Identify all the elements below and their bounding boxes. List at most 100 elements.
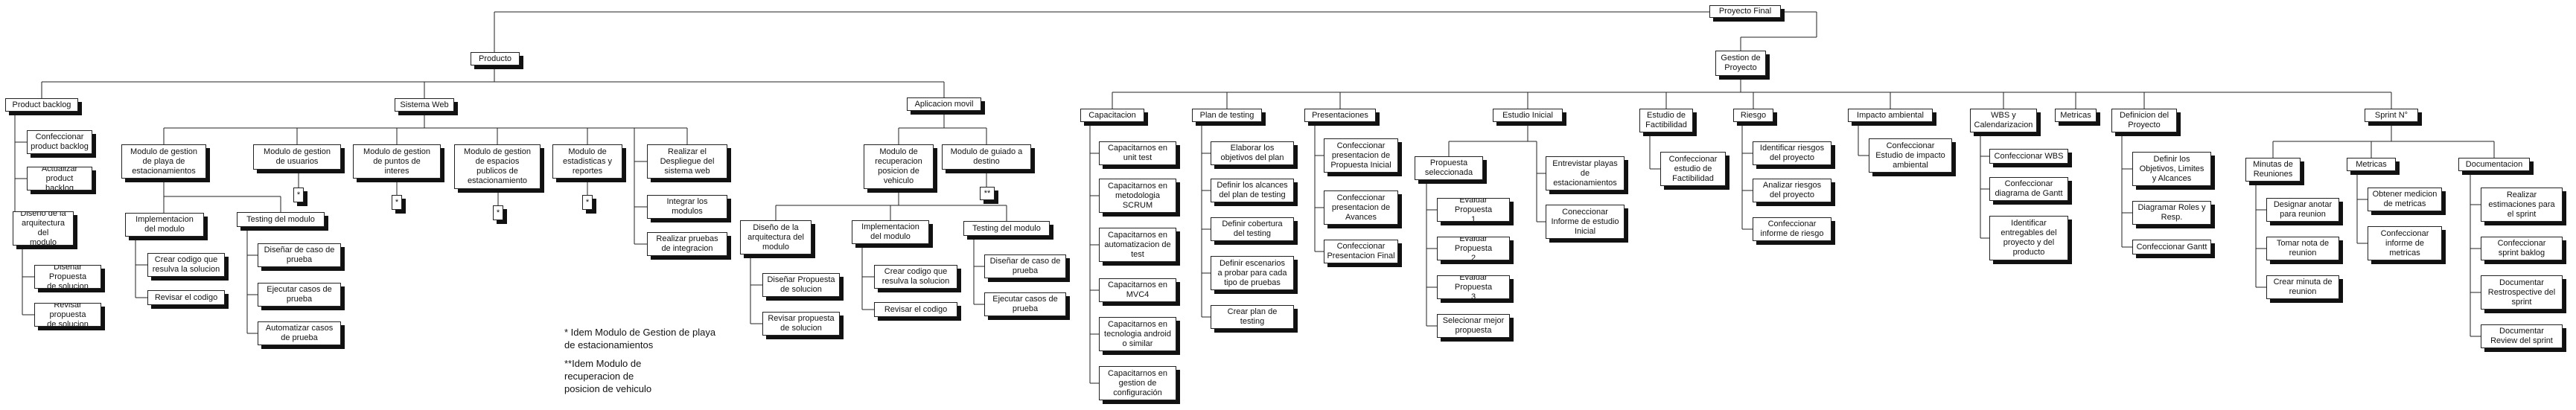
node-impacto-ambiental: Impacto ambiental	[1848, 109, 1933, 122]
node-modulo-gestion-playa: Modulo de gestion de playa de estacionam…	[121, 144, 206, 179]
node-documentacion: Documentacion	[2458, 158, 2530, 171]
node-gestion-proyecto: Gestion de Proyecto	[1715, 51, 1766, 76]
node-crear-codigo-am: Crear codigo que resulva la solucion	[874, 265, 957, 289]
node-realizar-estimaciones: Realizar estimaciones para el sprint	[2481, 188, 2563, 222]
node-modulo-gestion-usuarios: Modulo de gestion de usuarios	[253, 144, 341, 170]
node-producto: Producto	[471, 52, 520, 65]
node-informe-metricas: Confeccionar informe de metricas	[2368, 226, 2442, 260]
node-cap-android: Capacitarnos en tecnologia android o sim…	[1099, 317, 1176, 351]
node-elaborar-objetivos: Elaborar los objetivos del plan	[1211, 141, 1294, 165]
node-seleccionar-propuesta: Selecionar mejor propuesta	[1437, 314, 1510, 338]
node-star-usuarios: *	[293, 188, 304, 202]
node-disenar-propuesta-pb: Diseñar Propuesta de solucion	[34, 265, 101, 289]
node-documentar-retro: Documentar Restrospective del sprint	[2481, 275, 2563, 310]
node-disenar-casos-am: Diseñar de caso de prueba	[984, 254, 1066, 278]
node-diseno-arquitectura-pb: Diseño de la arquitectura del modulo	[13, 211, 74, 246]
node-star-espacios: *	[493, 205, 503, 220]
node-confeccionar-product-backlog: Confeccionar product backlog	[27, 130, 92, 154]
node-tomar-nota: Tomar nota de reunion	[2266, 237, 2339, 260]
node-modulo-guiado: Modulo de guiado a destino	[942, 144, 1031, 170]
node-revisar-propuesta-am: Revisar propuesta de solucion	[762, 312, 840, 336]
node-cap-mvc4: Capacitarnos en MVC4	[1099, 278, 1176, 302]
node-plan-testing: Plan de testing	[1192, 109, 1262, 122]
node-wbs-calendarizacion: WBS y Calendarizacion	[1970, 109, 2037, 132]
node-estudio-inicial: Estudio Inicial	[1493, 109, 1563, 122]
node-definir-objetivos: Definir los Objetivos, Limites y Alcance…	[2132, 152, 2211, 186]
node-documentar-review: Documentar Review del sprint	[2481, 324, 2563, 348]
node-modulo-recuperacion: Modulo de recuperacion posicion de vehic…	[864, 144, 934, 189]
node-riesgo: Riesgo	[1733, 109, 1773, 122]
node-star-puntos: *	[392, 195, 402, 210]
node-despliegue-web: Realizar el Despliegue del sistema web	[647, 144, 727, 179]
node-capacitacion: Capacitacion	[1080, 109, 1144, 122]
node-automatizar-casos-sw: Automatizar casos de prueba	[258, 321, 341, 345]
node-propuesta-seleccionada: Propuesta seleccionada	[1415, 156, 1483, 180]
node-metricas: Metricas	[2055, 109, 2097, 122]
node-crear-minuta: Crear minuta de reunion	[2266, 275, 2339, 299]
node-crear-codigo-sw: Crear codigo que resulva la solucion	[147, 253, 225, 277]
node-integrar-modulos: Integrar los modulos	[647, 195, 727, 219]
node-definicion-proyecto: Definicion del Proyecto	[2111, 109, 2177, 132]
node-evaluar-propuesta-3: Evaluar Propuesta 3	[1437, 275, 1510, 299]
node-sprint-backlog: Confeccionar sprint baklog	[2481, 237, 2563, 260]
node-pres-avances: Confeccionar presentacion de Avances	[1324, 190, 1398, 225]
node-sprint-metricas: Metricas	[2347, 158, 2396, 171]
node-implementacion-am: Implementacion del modulo	[852, 220, 929, 244]
node-modulo-espacios-publicos: Modulo de gestion de espacios publicos d…	[454, 144, 541, 189]
node-informe-riesgo: Confeccionar informe de riesgo	[1753, 217, 1831, 241]
footnote-single-star: * Idem Modulo de Gestion de playa de est…	[564, 327, 716, 350]
node-definir-cobertura: Definir cobertura del testing	[1211, 217, 1294, 241]
node-sprint: Sprint N°	[2365, 109, 2418, 122]
node-diagramar-roles: Diagramar Roles y Resp.	[2132, 201, 2211, 225]
node-minutas-reuniones: Minutas de Reuniones	[2245, 158, 2301, 182]
node-estudio-impacto: Confeccionar Estudio de impacto ambienta…	[1869, 138, 1952, 173]
node-identificar-entregables: Identificar entregables del proyecto y d…	[1989, 216, 2068, 260]
node-revisar-codigo-am: Revisar el codigo	[874, 302, 957, 317]
node-entrevistar-playas: Entrevistar playas de estacionamientos	[1546, 156, 1625, 190]
node-testing-sw: Testing del modulo	[237, 212, 325, 227]
node-pres-final: Confeccionar Presentacion Final	[1324, 240, 1398, 263]
node-modulo-estadisticas: Modulo de estadisticas y reportes	[552, 144, 622, 179]
node-evaluar-propuesta-1: Evaluar Propuesta 1	[1437, 198, 1510, 222]
node-testing-am: Testing del modulo	[963, 221, 1050, 236]
node-ejecutar-casos-sw: Ejecutar casos de prueba	[258, 283, 341, 307]
node-sistema-web: Sistema Web	[395, 98, 454, 112]
node-diagrama-gantt: Confeccionar diagrama de Gantt	[1989, 177, 2068, 201]
node-revisar-propuesta-pb: Revisar propuesta de solucion	[34, 303, 101, 327]
node-star-estadisticas: *	[582, 195, 593, 210]
node-cap-configuracion: Capacitarnos en gestion de configuración	[1099, 366, 1176, 400]
node-presentaciones: Presentaciones	[1304, 109, 1376, 122]
node-proyecto-final: Proyecto Final	[1709, 5, 1781, 18]
node-pres-inicial: Confeccionar presentacion de Propuesta I…	[1324, 138, 1398, 173]
node-informe-estudio-inicial: Coneccionar Informe de estudio Inicial	[1546, 205, 1625, 239]
node-revisar-codigo-sw: Revisar el codigo	[147, 290, 225, 305]
node-product-backlog: Product backlog	[5, 98, 78, 112]
node-analizar-riesgos: Analizar riesgos del proyecto	[1753, 179, 1831, 202]
node-double-star-guiado: **	[980, 187, 995, 200]
node-confeccionar-wbs: Confeccionar WBS	[1989, 149, 2068, 164]
node-pruebas-integracion: Realizar pruebas de integracion	[647, 232, 727, 256]
node-cap-automatizacion: Capacitarnos en automatizacion de test	[1099, 228, 1176, 262]
node-disenar-casos-sw: Diseñar de caso de prueba	[258, 243, 341, 267]
node-ejecutar-casos-am: Ejecutar casos de prueba	[984, 292, 1066, 316]
node-crear-plan-testing: Crear plan de testing	[1211, 305, 1294, 329]
node-designar-anotar: Designar anotar para reunion	[2266, 198, 2339, 222]
node-cap-scrum: Capacitarnos en metodologia SCRUM	[1099, 179, 1176, 213]
node-actualizar-product-backlog: Actualizar product backlog	[27, 167, 92, 190]
node-aplicacion-movil: Aplicacion movil	[907, 97, 981, 111]
node-identificar-riesgos: Identificar riesgos del proyecto	[1753, 141, 1831, 165]
node-confeccionar-gantt: Confeccionar Gantt	[2132, 240, 2211, 254]
footnote-double-star: **Idem Modulo de recuperacion de posicio…	[564, 358, 652, 394]
node-modulo-puntos-interes: Modulo de gestion de puntos de interes	[353, 144, 441, 179]
node-estudio-factibilidad: Estudio de Factibilidad	[1639, 109, 1693, 132]
node-obtener-medicion: Obtener medicion de metricas	[2368, 188, 2442, 211]
node-evaluar-propuesta-2: Evaluar Propuesta 2	[1437, 237, 1510, 260]
node-confeccionar-factibilidad: Confeccionar estudio de Factibilidad	[1660, 152, 1726, 186]
node-disenar-propuesta-am: Diseñar Propuesta de solucion	[762, 273, 840, 297]
node-implementacion-sw: Implementacion del modulo	[125, 213, 204, 237]
node-definir-escenarios: Definir escenarios a probar para cada ti…	[1211, 256, 1294, 290]
node-cap-unit-test: Capacitarnos en unit test	[1099, 141, 1176, 165]
node-definir-alcances: Definir los alcances del plan de testing	[1211, 179, 1294, 202]
